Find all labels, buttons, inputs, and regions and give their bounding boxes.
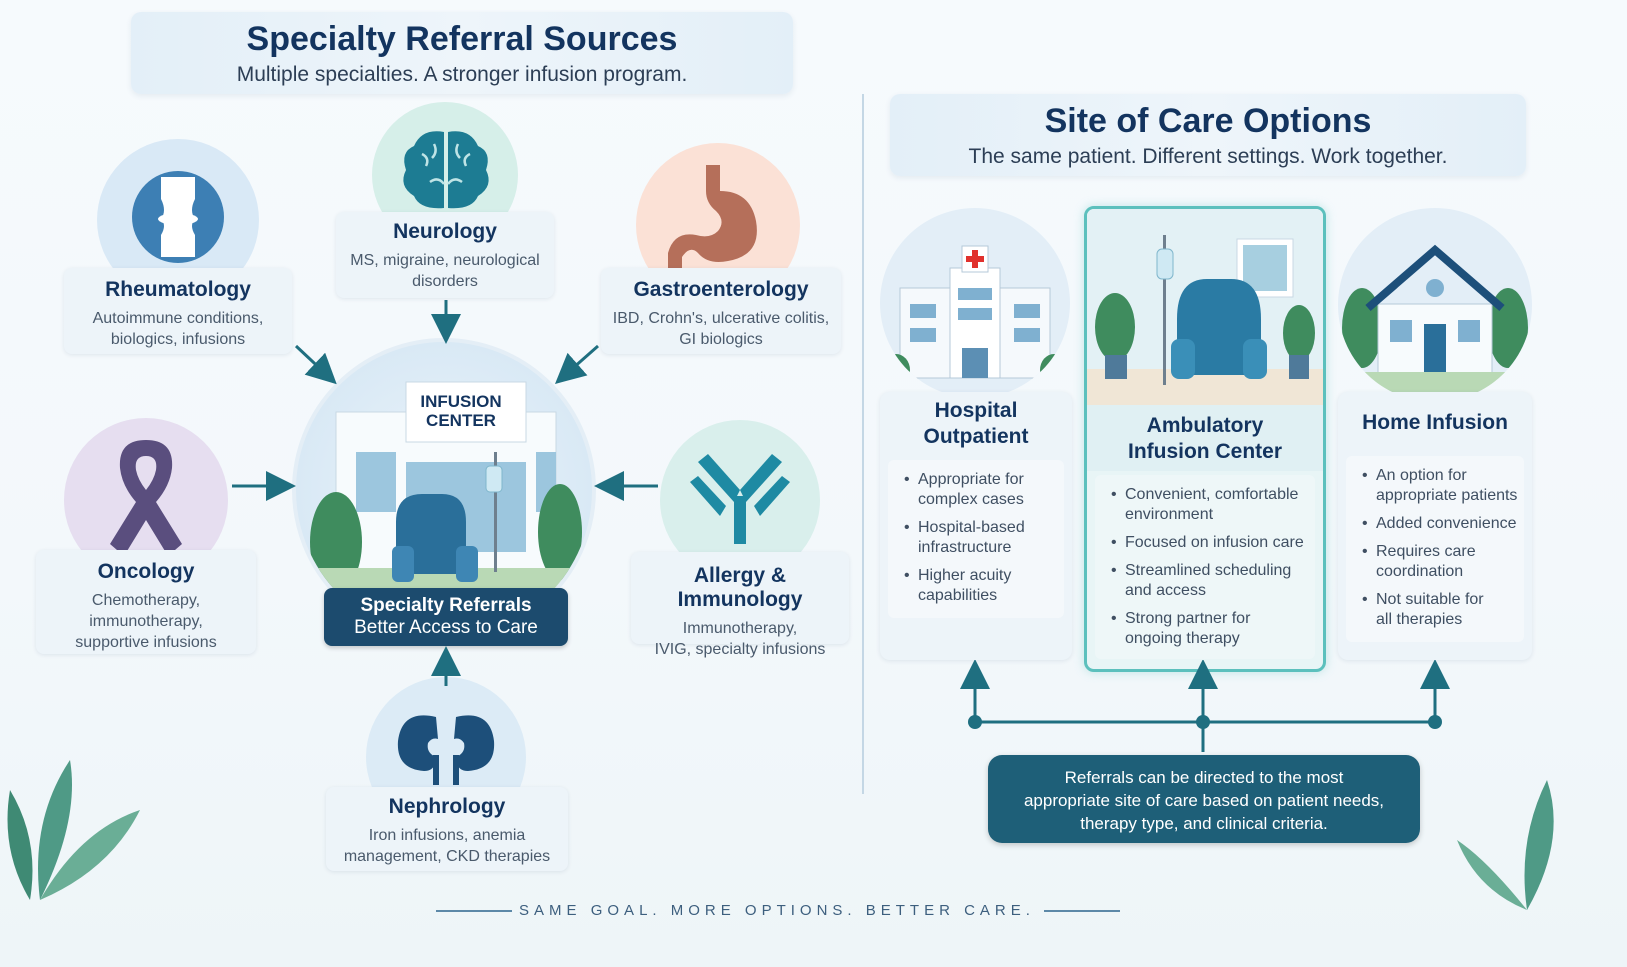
ambulatory-title-2: Infusion Center bbox=[1127, 440, 1282, 463]
ribbon-icon bbox=[110, 440, 182, 556]
referral-sources-title: Specialty Referral Sources bbox=[246, 20, 678, 58]
site-of-care-note: Referrals can be directed to the most ap… bbox=[988, 755, 1420, 843]
referral-arrows bbox=[232, 300, 658, 686]
bullet: Focused on infusion care bbox=[1111, 533, 1315, 553]
gastroenterology-title: Gastroenterology bbox=[633, 278, 809, 301]
home-infusion-title: Home Infusion bbox=[1362, 411, 1508, 434]
hospital-circle bbox=[880, 208, 1070, 398]
nephrology-title: Nephrology bbox=[388, 795, 506, 818]
house-icon bbox=[1338, 244, 1532, 402]
oncology-card: Oncology Chemotherapy, immunotherapy, su… bbox=[36, 550, 256, 654]
neurology-title: Neurology bbox=[393, 220, 497, 243]
footer-line-left bbox=[436, 910, 512, 912]
antibody-icon bbox=[690, 454, 790, 544]
gastroenterology-card: Gastroenterology IBD, Crohn's, ulcerativ… bbox=[601, 268, 841, 354]
allergy-title: Allergy & Immunology bbox=[677, 564, 803, 611]
infusion-center-sign: INFUSION CENTER bbox=[420, 392, 502, 430]
site-connector bbox=[960, 660, 1450, 752]
footer-line-right bbox=[1044, 910, 1120, 912]
infusion-chair-illustration bbox=[1087, 209, 1323, 405]
leaf-decoration-left bbox=[7, 760, 140, 900]
oncology-title: Oncology bbox=[97, 560, 195, 583]
home-circle bbox=[1338, 208, 1532, 402]
arrow-rheumatology bbox=[294, 344, 337, 385]
panel-divider bbox=[862, 94, 864, 794]
neurology-card: Neurology MS, migraine, neurological dis… bbox=[336, 212, 554, 298]
site-of-care-subtitle: The same patient. Different settings. Wo… bbox=[968, 145, 1448, 168]
specialty-referrals-label: Specialty Referrals Better Access to Car… bbox=[324, 588, 568, 646]
joint-icon bbox=[132, 171, 224, 263]
hospital-outpatient-title-1: Hospital bbox=[934, 399, 1018, 422]
leaf-decoration-right bbox=[1457, 780, 1554, 910]
site-hospital-outpatient: Hospital Outpatient Appropriate forcompl… bbox=[880, 392, 1072, 660]
bullet: Added convenience bbox=[1362, 514, 1524, 534]
ambulatory-title-1: Ambulatory bbox=[1146, 414, 1264, 437]
referral-sources-subtitle: Multiple specialties. A stronger infusio… bbox=[236, 63, 688, 86]
kidney-icon bbox=[397, 715, 495, 785]
brain-icon bbox=[403, 131, 489, 209]
referral-sources-banner: Specialty Referral Sources Multiple spec… bbox=[131, 12, 793, 94]
site-of-care-title: Site of Care Options bbox=[1044, 102, 1372, 140]
hospital-icon bbox=[882, 245, 1068, 386]
site-of-care-banner: Site of Care Options The same patient. D… bbox=[890, 94, 1526, 176]
footer-tagline: SAME GOAL. MORE OPTIONS. BETTER CARE. bbox=[519, 902, 1035, 919]
hospital-outpatient-title-2: Outpatient bbox=[923, 425, 1029, 448]
site-ambulatory-infusion-center: Ambulatory Infusion Center Convenient, c… bbox=[1084, 206, 1326, 672]
rheumatology-card: Rheumatology Autoimmune conditions, biol… bbox=[64, 268, 292, 354]
stomach-icon bbox=[668, 165, 757, 281]
nephrology-card: Nephrology Iron infusions, anemia manage… bbox=[326, 787, 568, 871]
rheumatology-title: Rheumatology bbox=[105, 278, 251, 301]
arrow-gastro bbox=[555, 344, 599, 384]
allergy-card: Allergy & Immunology Immunotherapy, IVIG… bbox=[631, 552, 849, 658]
